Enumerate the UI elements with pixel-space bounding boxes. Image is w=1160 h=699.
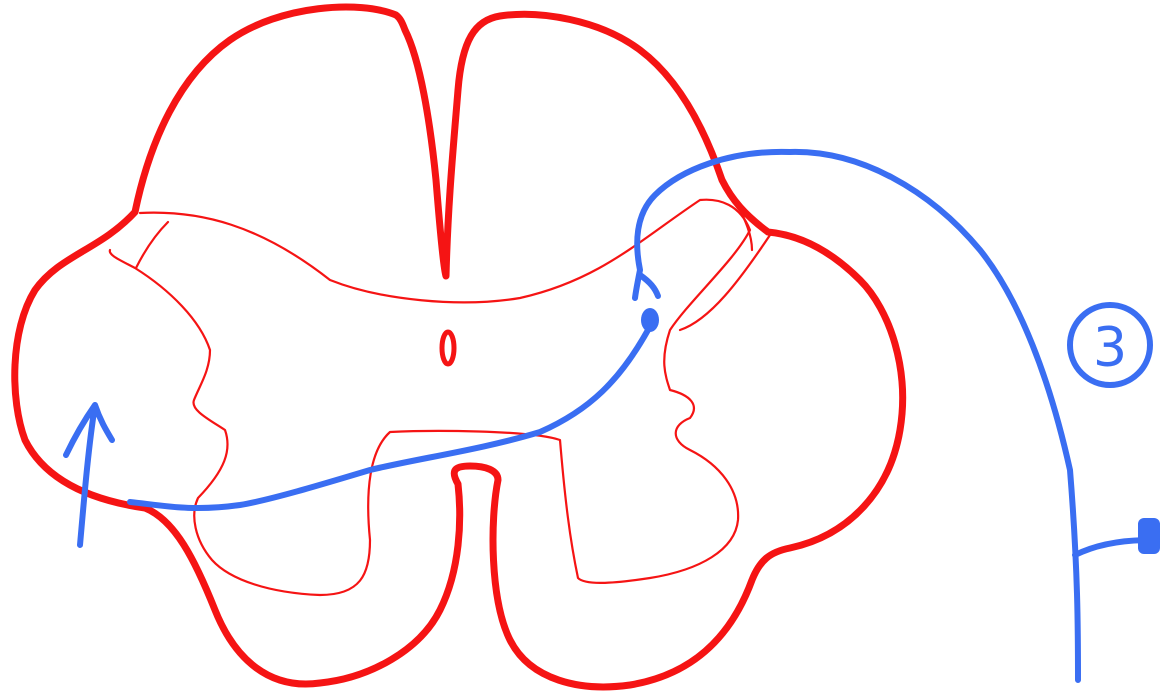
synapse-branch (640, 275, 658, 296)
ascending-pathway (635, 152, 1078, 680)
arrow-up-icon (66, 405, 112, 545)
gray-matter-outline (110, 200, 750, 595)
dorsal-horn-left-mark (136, 222, 168, 268)
central-canal (442, 332, 454, 364)
ventral-horn-right-mark (680, 235, 770, 330)
badge-number: 3 (1093, 316, 1127, 379)
receptor-ending-icon (1138, 518, 1160, 554)
spinal-cord-outline (15, 7, 903, 687)
